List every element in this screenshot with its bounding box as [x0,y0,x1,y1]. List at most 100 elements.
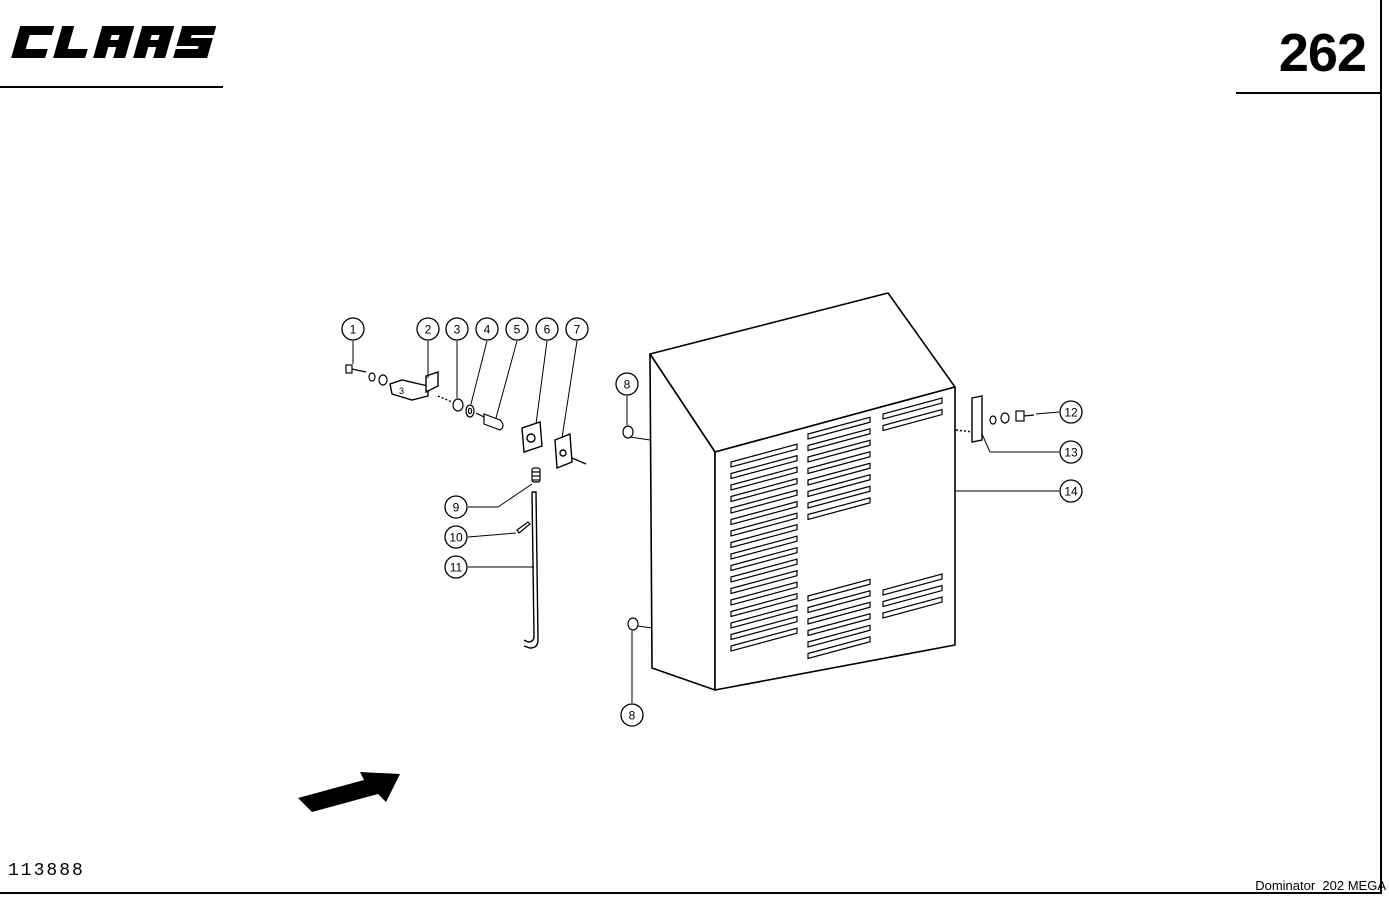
louver-slot [882,397,943,420]
part-rod-11 [523,491,539,649]
louver-slot [882,584,943,608]
callout-label: 11 [450,561,463,575]
callout-2: 2 [416,317,440,341]
callout-10: 10 [444,525,468,549]
louver-slot [807,450,871,475]
louver-slot [730,489,798,514]
callout-4: 4 [475,317,499,341]
louver-slot [807,578,871,602]
part-bracket-2: 3 [389,371,453,403]
callout-14: 14 [1059,479,1083,503]
callout-circle [475,317,499,341]
louver-slot [730,443,798,468]
louver-slot [730,604,798,629]
louver-slot [807,416,871,440]
louver-slot [730,523,798,549]
cover-louvers [730,397,943,660]
louver-slot [730,627,798,652]
louver-slot [730,558,798,583]
louver-slot [807,473,871,498]
frame-border-bottom [0,892,1382,894]
callout-8: 8 [615,372,639,396]
part-nut-8-lower [627,617,639,631]
callout-label: 8 [629,709,636,723]
louver-slot [730,477,798,503]
callout-label: 5 [514,323,521,337]
callout-11: 11 [444,555,468,579]
part-washer-4 [465,404,475,418]
callout-label: 13 [1064,446,1078,460]
louver-slot [807,635,871,660]
callout-label: 1 [350,323,357,337]
callout-circle [445,317,469,341]
louver-slot [807,612,871,637]
callout-circle [535,317,559,341]
callout-circle [615,372,639,396]
part-plate-7 [554,432,587,470]
louver-slot [730,512,798,537]
callout-label: 2 [425,323,432,337]
bracket-mark: 3 [399,386,404,396]
louver-slot [807,601,871,625]
callout-label: 6 [544,323,551,337]
louver-slot [730,466,798,491]
louver-slot [882,573,943,596]
louver-slot [807,439,871,463]
louver-slot [807,589,871,614]
callout-label: 9 [453,501,460,515]
louver-slot [882,596,943,619]
callout-circle [341,317,365,341]
leader-lines [352,340,1060,703]
drawing-number: 113888 [8,861,85,881]
callout-label: 3 [454,323,461,337]
part-angle-bracket-13 [955,395,983,443]
callout-9: 9 [444,495,468,519]
callout-5: 5 [505,317,529,341]
callout-circle [1059,440,1083,464]
louver-slot [730,454,798,480]
louver-slot [807,427,871,452]
louver-slot [730,569,798,595]
louver-slot [882,408,943,432]
part-nut-3 [452,398,464,412]
frame-border-right [1380,0,1382,892]
louver-slot [730,535,798,560]
part-bolt-1 [345,364,367,374]
callout-6: 6 [535,317,559,341]
callout-1: 1 [341,317,365,341]
louver-slot [807,624,871,648]
callout-label: 8 [624,378,631,392]
louver-slot [730,615,798,641]
callout-circle [505,317,529,341]
louver-slot [730,592,798,618]
part-washers-1 [368,372,388,386]
part-knob-5 [475,412,504,431]
page-number-underline [1236,92,1382,94]
callout-circle [620,703,644,727]
callout-3: 3 [445,317,469,341]
radiator-cover [649,292,956,691]
callout-label: 7 [574,323,581,337]
part-nut-8-upper [622,425,634,439]
callout-7: 7 [565,317,589,341]
callout-circle [1059,400,1083,424]
direction-arrow-icon [298,772,400,812]
page-number: 262 [1278,23,1367,83]
callout-label: 10 [449,531,463,545]
part-latch-6 [521,421,543,453]
louver-slot [807,485,871,509]
louver-slot [807,462,871,486]
part-bolt-12 [989,410,1035,425]
louver-slot [730,581,798,606]
callout-label: 14 [1064,485,1078,499]
callout-8: 8 [620,703,644,727]
part-pin-10 [516,521,531,534]
callout-circle [444,495,468,519]
callout-circle [416,317,440,341]
callout-12: 12 [1059,400,1083,424]
callout-label: 4 [484,323,491,337]
logo-underline [0,86,223,88]
louver-slot [730,500,798,526]
